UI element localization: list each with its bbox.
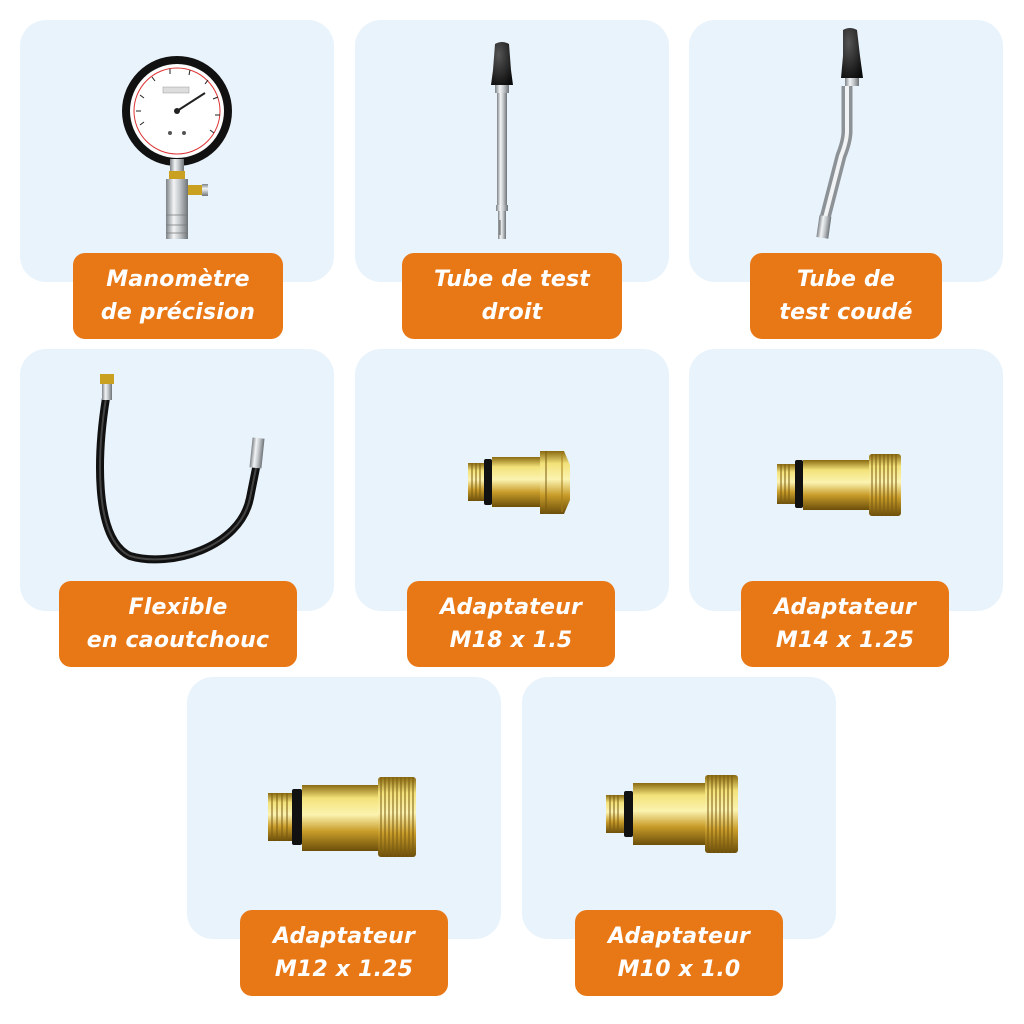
item-label-adapter-m10: Adaptateur M10 x 1.0 [575,910,783,996]
item-label-adapter-m14: Adaptateur M14 x 1.25 [741,581,949,667]
label-line-2: droit [481,300,543,325]
item-label-rubber-hose: Flexible en caoutchouc [59,581,297,667]
item-label-gauge: Manomètre de précision [73,253,283,339]
item-label-bent-tube: Tube de test coudé [750,253,942,339]
straight-test-tube-icon [482,40,522,245]
rubber-hose-icon [90,368,275,568]
hex-adapter-icon [466,445,574,520]
label-line-2: M12 x 1.25 [274,957,414,982]
label-line-1: Tube de [796,267,896,292]
item-card-rubber-hose [20,349,334,611]
label-line-2: M14 x 1.25 [775,628,915,653]
label-line-2: M10 x 1.0 [617,957,741,982]
item-label-adapter-m18: Adaptateur M18 x 1.5 [407,581,615,667]
label-line-1: Tube de test [434,267,590,292]
label-line-1: Adaptateur [773,595,916,620]
label-line-2: en caoutchouc [86,628,270,653]
item-label-adapter-m12: Adaptateur M12 x 1.25 [240,910,448,996]
label-line-2: test coudé [779,300,913,325]
label-line-1: Adaptateur [272,924,415,949]
pressure-gauge-icon [110,55,250,245]
label-line-2: M18 x 1.5 [449,628,573,653]
label-line-2: de précision [100,300,256,325]
bent-test-tube-icon [805,26,875,246]
knurled-adapter-icon [266,775,418,860]
item-label-straight-tube: Tube de test droit [402,253,622,339]
label-line-1: Adaptateur [607,924,750,949]
knurled-adapter-icon [604,773,740,855]
label-line-1: Manomètre [106,267,250,292]
item-card-straight-tube [355,20,669,282]
knurled-adapter-icon [775,450,903,520]
label-line-1: Flexible [128,595,228,620]
label-line-1: Adaptateur [439,595,582,620]
